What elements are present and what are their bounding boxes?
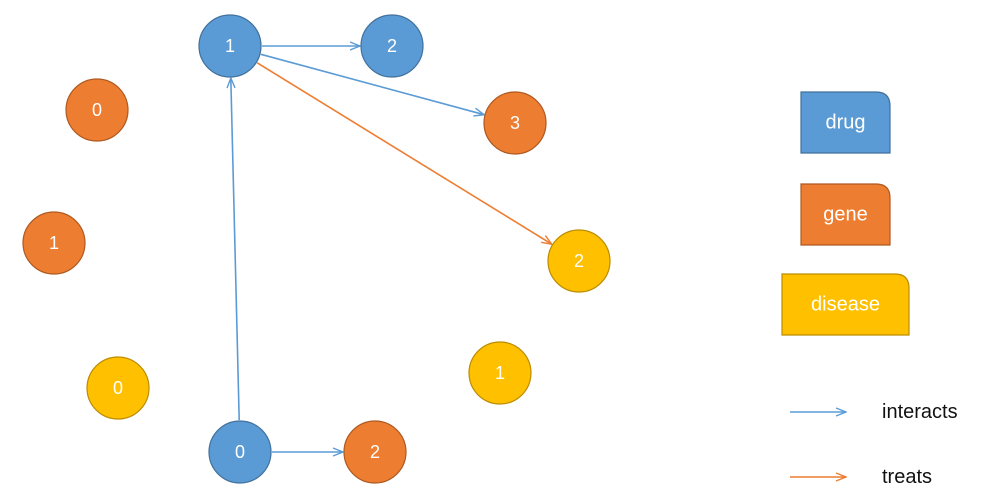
- node-gene-0[interactable]: 0: [65, 78, 129, 142]
- disease-node-circle: [547, 229, 611, 293]
- legend-item-gene: gene: [800, 183, 891, 246]
- node-disease-2[interactable]: 2: [547, 229, 611, 293]
- legend-item-treats: treats: [790, 466, 932, 488]
- legend-label-drug: drug: [825, 112, 865, 134]
- legend-item-drug: drug: [800, 91, 891, 154]
- edges-layer: [231, 46, 552, 452]
- edge-treats-drug-1-to-disease-2: [256, 62, 552, 244]
- node-gene-2[interactable]: 2: [343, 420, 407, 484]
- legend-label-gene: gene: [823, 204, 868, 226]
- gene-node-circle: [343, 420, 407, 484]
- gene-node-circle: [65, 78, 129, 142]
- node-label: 2: [387, 36, 397, 56]
- gene-node-circle: [22, 211, 86, 275]
- drug-node-circle: [208, 420, 272, 484]
- node-label: 1: [225, 36, 235, 56]
- node-drug-1[interactable]: 1: [198, 14, 262, 78]
- node-label: 1: [49, 233, 59, 253]
- drug-node-circle: [360, 14, 424, 78]
- drug-node-circle: [198, 14, 262, 78]
- nodes-layer: 1 2 0 0 1 3 2 2 0 1: [22, 14, 611, 484]
- node-gene-1[interactable]: 1: [22, 211, 86, 275]
- legend-item-interacts: interacts: [790, 401, 958, 423]
- node-label: 0: [92, 100, 102, 120]
- legend-item-disease: disease: [781, 273, 910, 336]
- edge-interacts-drug-0-to-drug-1: [231, 78, 240, 421]
- legend-label-treats: treats: [882, 466, 932, 488]
- legend: drug gene disease interacts treats: [781, 91, 958, 488]
- disease-node-circle: [86, 356, 150, 420]
- legend-label-interacts: interacts: [882, 401, 958, 423]
- node-label: 1: [495, 363, 505, 383]
- node-disease-0[interactable]: 0: [86, 356, 150, 420]
- node-label: 2: [574, 251, 584, 271]
- node-label: 0: [235, 442, 245, 462]
- legend-swatch-drug: [800, 91, 891, 154]
- node-disease-1[interactable]: 1: [468, 341, 532, 405]
- node-label: 3: [510, 113, 520, 133]
- edge-interacts-drug-1-to-gene-3: [260, 53, 484, 114]
- node-drug-0[interactable]: 0: [208, 420, 272, 484]
- gene-node-circle: [483, 91, 547, 155]
- node-gene-3[interactable]: 3: [483, 91, 547, 155]
- legend-swatch-gene: [800, 183, 891, 246]
- node-drug-2[interactable]: 2: [360, 14, 424, 78]
- legend-label-disease: disease: [811, 294, 880, 316]
- node-label: 0: [113, 378, 123, 398]
- disease-node-circle: [468, 341, 532, 405]
- node-label: 2: [370, 442, 380, 462]
- legend-swatch-disease: [781, 273, 910, 336]
